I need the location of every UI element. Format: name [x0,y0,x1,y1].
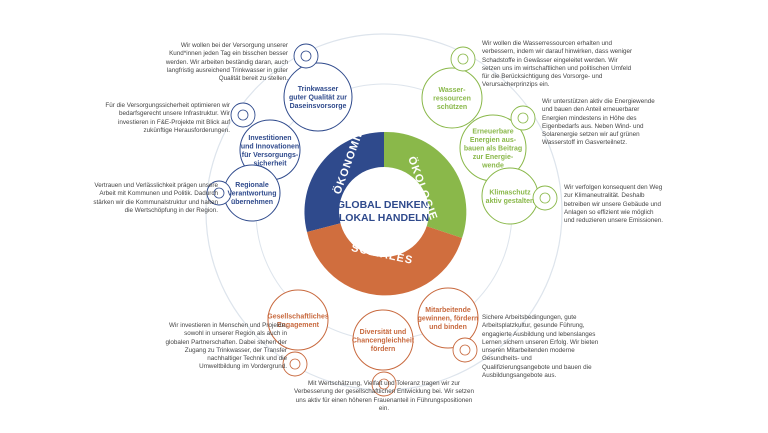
bubble-label-erneuerbare: bauen als Beitrag [464,146,522,153]
people-icon-glyph [378,378,390,390]
bubble-trinkwasser [283,62,353,132]
bubble-label-klimaschutz: Klimaschutz [489,189,531,196]
bubble-label-erneuerbare: Energien aus- [470,137,517,144]
tap-icon [293,43,319,69]
bubble-label-trinkwasser: Daseinsvorsorge [290,103,347,110]
shield-icon-glyph [457,53,469,65]
bubble-label-mitarbeitende: Mitarbeitende [425,307,471,314]
bubble-label-investitionen: und Innovationen [241,143,299,150]
text-regionale: Vertrauen und Verlässlichkeit prägen uns… [93,182,218,214]
network-icon-glyph [459,344,471,356]
bubble-wasser [421,67,483,129]
house-icon-glyph [237,109,249,121]
bubble-label-wasser: ressourcen [433,96,471,103]
people-icon [371,371,397,397]
bubble-label-gesellschaft: Engagement [277,322,320,329]
leaf-icon-glyph [539,192,551,204]
text-investitionen: Für die Versorgungssicherheit optimieren… [105,102,230,134]
text-mitarbeitende: Sichere Arbeitsbedingungen, gute Arbeits… [482,314,599,380]
bubble-label-regionale: Verantwortung [227,191,276,198]
center-disc [339,167,429,257]
bubble-diversitaet [352,309,414,371]
bubble-label-erneuerbare: Erneuerbare [472,129,513,136]
bubble-label-diversitaet: fördern [371,346,396,353]
leaf-icon [532,185,558,211]
house-icon [230,102,256,128]
text-klimaschutz: Wir verfolgen konsequent den Weg zur Kli… [564,184,664,225]
hand-icon-glyph [289,358,301,370]
shield-icon [450,46,476,72]
bubble-label-klimaschutz: aktiv gestalten [486,198,535,205]
text-wasser: Wir wollen die Wasserressourcen erhalten… [482,40,633,89]
bubble-label-mitarbeitende: gewinnen, fördern [418,316,479,323]
bubble-label-mitarbeitende: und binden [429,324,467,331]
bubble-mitarbeitende [417,287,479,349]
bubble-label-wasser: schützen [437,104,467,111]
network-icon [452,337,478,363]
bubble-label-investitionen: Investitionen [248,135,291,142]
tap-icon-glyph [300,50,312,62]
text-erneuerbare: Wir unterstützen aktiv die Energiewende … [542,98,655,147]
shop-icon-glyph [213,187,225,199]
center-line1: GLOBAL DENKEN, [337,199,431,211]
center-line2: LOKAL HANDELN [339,212,429,224]
bubble-label-wasser: Wasser- [439,87,467,94]
bubble-gesellschaft [267,289,329,351]
text-gesellschaft: Wir investieren in Menschen und Projekte… [165,322,287,371]
bubble-label-investitionen: sicherheit [253,160,287,167]
h2-icon [510,105,536,131]
bubble-label-trinkwasser: guter Qualität zur [289,95,347,102]
bubble-label-gesellschaft: Gesellschaftliches [267,313,329,320]
bubble-label-erneuerbare: zur Energie- [473,154,514,161]
hand-icon [282,351,308,377]
bubble-label-regionale: Regionale [235,182,269,189]
h2-icon-glyph [517,112,529,124]
shop-icon [206,180,232,206]
bubble-label-trinkwasser: Trinkwasser [298,86,339,93]
bubble-label-regionale: übernehmen [231,199,273,206]
bubble-label-erneuerbare: wende [481,163,504,170]
bubble-label-diversitaet: Diversität und [360,329,407,336]
text-trinkwasser: Wir wollen bei der Versorgung unserer Ku… [165,42,288,83]
text-diversitaet: Mit Wertschätzung, Vielfalt und Toleranz… [294,380,474,412]
bubble-label-investitionen: für Versorgungs- [242,152,299,159]
bubble-label-diversitaet: Chancengleichheit [352,338,415,345]
